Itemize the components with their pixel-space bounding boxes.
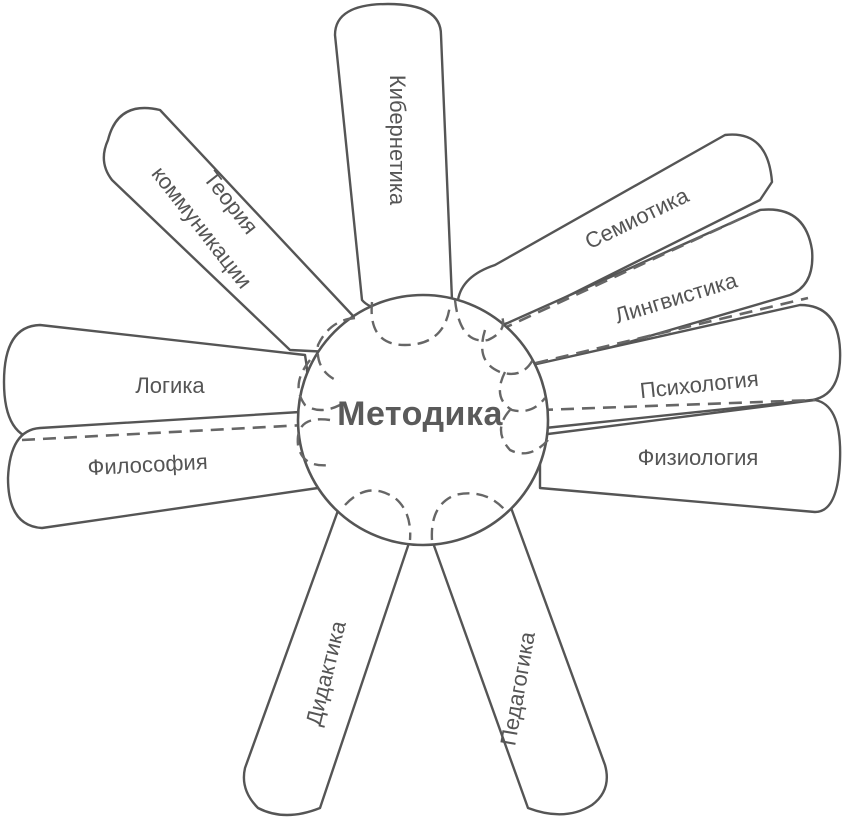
- petal-semiotika: Семиотика: [456, 133, 774, 332]
- divider-semiotika-lingvistika: [499, 210, 756, 332]
- center-connector-loops: [296, 299, 549, 541]
- center-title: Методика: [337, 395, 503, 433]
- center-circle: [296, 293, 550, 547]
- petal-pedagogika: Педагогика: [430, 503, 609, 816]
- petal-filosofiya: Философия: [6, 410, 320, 530]
- petal-teoriya-kommunikatsii: Теория коммуникации: [102, 106, 357, 354]
- petal-label-logika: Логика: [135, 373, 205, 398]
- petal-label-fiziologiya: Физиология: [638, 445, 759, 470]
- divider-logika-filosofiya: [21, 423, 306, 442]
- petal-kibernetika: Кибернетика: [333, 2, 454, 314]
- divider-lingvistika-psikhologiya: [514, 296, 809, 370]
- petal-label-kibernetika: Кибернетика: [385, 75, 410, 206]
- petal-didaktika: Дидактика: [242, 503, 412, 817]
- divider-psikhologiya-fiziologiya: [539, 398, 816, 412]
- petal-fiziologiya: Физиология: [538, 398, 842, 514]
